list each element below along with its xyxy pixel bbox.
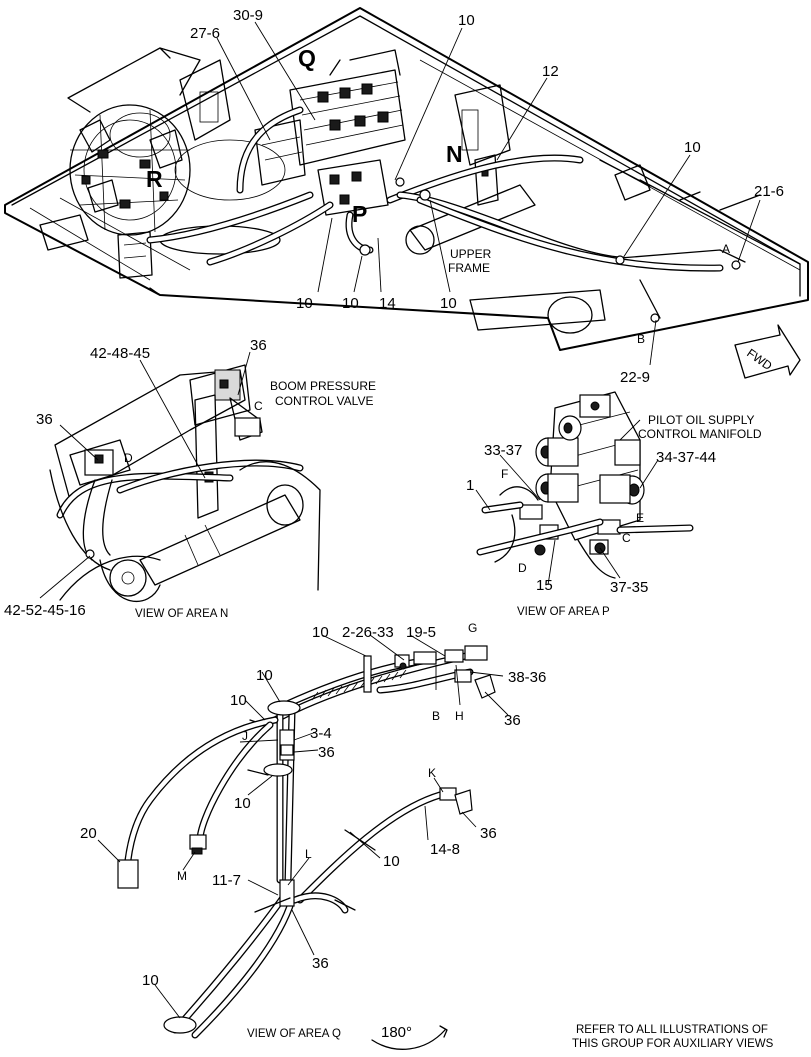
callout-14-8: 14-8 (430, 841, 460, 858)
callout-36: 36 (250, 337, 267, 354)
letter-a: A (722, 242, 730, 256)
area-label-r: R (146, 166, 163, 192)
callout-1: 1 (466, 477, 474, 494)
main-control-valve-q (289, 69, 406, 166)
callout-33-37: 33-37 (484, 442, 522, 459)
area-label-n: N (446, 141, 463, 167)
boom-valve-label-2: CONTROL VALVE (275, 394, 373, 408)
upper-frame-label: UPPER (450, 247, 492, 261)
callout-42-48-45: 42-48-45 (90, 345, 150, 362)
callout-34-37-44: 34-37-44 (656, 449, 716, 466)
letter-k: K (428, 766, 436, 780)
letter-c: C (254, 399, 263, 413)
callout-10: 10 (234, 795, 251, 812)
view-area-n-caption: VIEW OF AREA N (135, 608, 228, 620)
callout-14: 14 (379, 295, 396, 312)
callout-10: 10 (256, 667, 273, 684)
area-label-p: P (352, 201, 367, 227)
swing-drive-r (69, 104, 191, 236)
upper-frame-view: Q R N P 30-9 27-6 10 12 10 21-6 10 10 14… (4, 7, 809, 386)
callout-10: 10 (230, 692, 247, 709)
letter-b: B (432, 709, 440, 723)
spiral-wrap (311, 669, 407, 701)
callout-36: 36 (36, 411, 53, 428)
callout-15: 15 (536, 577, 553, 594)
callout-38-36: 38-36 (508, 669, 546, 686)
callout-10: 10 (296, 295, 313, 312)
callout-10: 10 (383, 853, 400, 870)
letter-g: G (468, 621, 477, 635)
fwd-arrow-icon: FWD (734, 324, 801, 379)
callout-27-6: 27-6 (190, 25, 220, 42)
callout-19-5: 19-5 (406, 624, 436, 641)
view-area-q: 10 2-26-33 19-5 38-36 10 10 3-4 36 36 10… (80, 621, 546, 1050)
letter-d: D (124, 451, 133, 465)
callout-36: 36 (504, 712, 521, 729)
pilot-manifold-p (317, 159, 389, 216)
letter-l: L (305, 847, 312, 861)
letter-f: F (501, 467, 508, 481)
callout-10: 10 (142, 972, 159, 989)
view-area-p: 33-37 1 34-37-44 15 37-35 F E D C PILOT … (466, 391, 762, 618)
rotation-label: 180° (381, 1024, 412, 1041)
callout-2-26-33: 2-26-33 (342, 624, 394, 641)
callout-42-52-45-16: 42-52-45-16 (4, 602, 86, 619)
view-area-q-caption: VIEW OF AREA Q (247, 1028, 341, 1040)
callout-30-9: 30-9 (233, 7, 263, 24)
upper-frame-outline (4, 7, 809, 351)
callout-3-4: 3-4 (310, 725, 332, 742)
pilot-manifold-label-2: CONTROL MANIFOLD (638, 427, 762, 441)
callout-10: 10 (342, 295, 359, 312)
pilot-manifold-label: PILOT OIL SUPPLY (648, 413, 755, 427)
view-area-n: 42-48-45 36 36 42-52-45-16 C D BOOM PRES… (4, 337, 376, 620)
upper-frame-label-2: FRAME (448, 261, 490, 275)
view-area-p-caption: VIEW OF AREA P (517, 606, 610, 618)
callout-36: 36 (480, 825, 497, 842)
refer-note-2: THIS GROUP FOR AUXILIARY VIEWS (572, 1038, 774, 1050)
callout-36: 36 (318, 744, 335, 761)
boom-valve-label: BOOM PRESSURE (270, 379, 376, 393)
callout-36: 36 (312, 955, 329, 972)
letter-h: H (455, 709, 464, 723)
letter-m: M (177, 869, 187, 883)
letter-j: J (242, 729, 248, 743)
letter-c: C (622, 531, 631, 545)
callout-11-7: 11-7 (212, 872, 241, 889)
callout-20: 20 (80, 825, 97, 842)
area-label-q: Q (298, 45, 316, 71)
callout-22-9: 22-9 (620, 369, 650, 386)
callout-10: 10 (312, 624, 329, 641)
letter-b: B (637, 332, 645, 346)
callout-10: 10 (440, 295, 457, 312)
callout-10: 10 (684, 139, 701, 156)
letter-d: D (518, 561, 527, 575)
callout-37-35: 37-35 (610, 579, 648, 596)
letter-e: E (636, 511, 644, 525)
callout-21-6: 21-6 (754, 183, 784, 200)
rotation-arrow-icon (371, 1025, 448, 1050)
callout-12: 12 (542, 63, 559, 80)
refer-note: REFER TO ALL ILLUSTRATIONS OF (576, 1024, 768, 1036)
callout-10: 10 (458, 12, 475, 29)
